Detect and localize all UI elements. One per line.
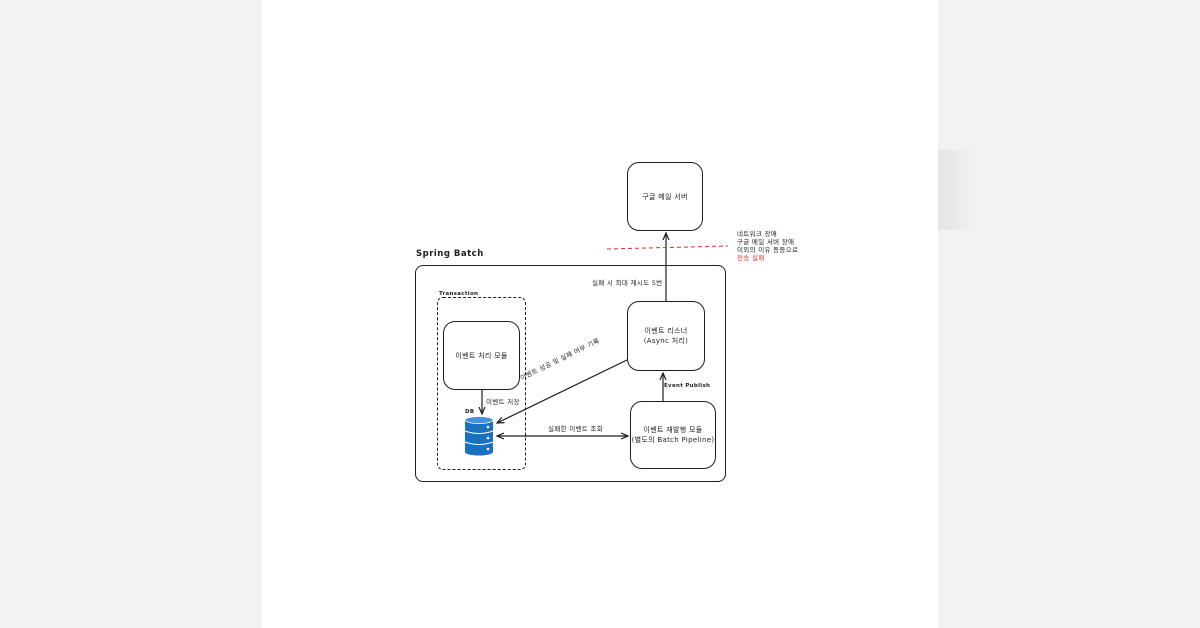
event-processor-label: 이벤트 처리 모듈 xyxy=(455,351,508,360)
event-resend-label: 이벤트 재발행 모듈 xyxy=(643,426,703,434)
spring-batch-frame xyxy=(415,265,726,482)
diagram-canvas xyxy=(262,0,938,628)
failure-note-line1: 네트워크 장애 xyxy=(737,230,778,238)
transaction-label: Transaction xyxy=(439,291,479,297)
failure-note-line2: 구글 메일 서버 장애 xyxy=(737,238,795,246)
save-event-label: 이벤트 저장 xyxy=(486,398,520,406)
event-resend-sublabel: (별도의 Batch Pipeline) xyxy=(631,436,715,444)
google-mail-server-label: 구글 메일 서버 xyxy=(642,192,688,201)
failure-note-line4: 전송 실패 xyxy=(737,254,765,262)
event-listener-node: 이벤트 리스너 (Async 처리) xyxy=(627,301,705,371)
spring-batch-label: Spring Batch xyxy=(416,249,484,259)
event-listener-label: 이벤트 리스너 xyxy=(644,327,688,335)
google-mail-server-node: 구글 메일 서버 xyxy=(627,162,703,231)
failure-note-line3: 이외의 이유 등등으로 xyxy=(737,246,799,254)
event-resend-node: 이벤트 재발행 모듈 (별도의 Batch Pipeline) xyxy=(630,401,716,469)
event-listener-sublabel: (Async 처리) xyxy=(643,337,689,345)
event-publish-label: Event Publish xyxy=(664,383,711,389)
database-icon xyxy=(464,416,494,456)
transaction-group xyxy=(437,297,526,470)
db-label: DB xyxy=(465,409,475,415)
canvas-edge-shadow xyxy=(938,150,978,230)
query-failed-label: 실패한 이벤트 조회 xyxy=(548,425,603,433)
record-result-arrow xyxy=(497,359,628,423)
failure-dashed-line xyxy=(606,245,729,250)
event-processor-node: 이벤트 처리 모듈 xyxy=(443,321,520,390)
max-retry-label: 실패 시 최대 재시도 5번 xyxy=(592,279,663,287)
